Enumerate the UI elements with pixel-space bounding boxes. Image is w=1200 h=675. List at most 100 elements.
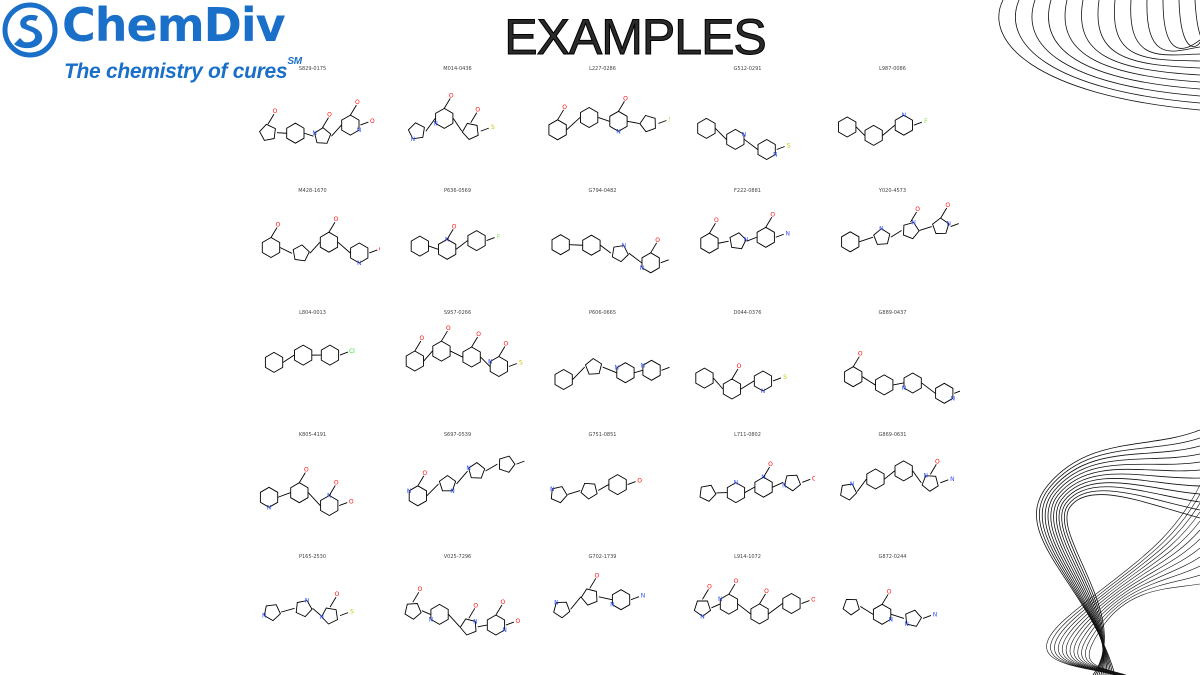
svg-text:O: O bbox=[562, 104, 567, 111]
svg-text:O: O bbox=[349, 499, 354, 506]
svg-text:N: N bbox=[445, 236, 450, 243]
svg-text:O: O bbox=[327, 112, 332, 119]
svg-text:O: O bbox=[476, 331, 481, 338]
svg-text:O: O bbox=[501, 599, 506, 606]
svg-text:N: N bbox=[950, 476, 955, 483]
svg-text:O: O bbox=[334, 480, 339, 487]
compound-id: F222-0881 bbox=[734, 188, 761, 194]
svg-text:O: O bbox=[707, 583, 712, 590]
compound-id: P606-0665 bbox=[588, 310, 617, 316]
molecule-structure-icon: N O N N bbox=[553, 572, 646, 619]
svg-text:F: F bbox=[924, 118, 928, 125]
svg-text:O: O bbox=[637, 478, 642, 485]
svg-text:O: O bbox=[768, 461, 773, 468]
svg-text:N: N bbox=[267, 504, 272, 511]
slide-title: EXAMPLES bbox=[504, 9, 768, 66]
compound-card: G794-0482NNOS bbox=[530, 188, 675, 310]
svg-text:N: N bbox=[473, 618, 478, 625]
compound-id: V025-7296 bbox=[443, 554, 472, 560]
svg-text:N: N bbox=[622, 243, 627, 250]
molecule-structure-icon: NNO bbox=[554, 357, 670, 391]
svg-text:S: S bbox=[668, 117, 670, 124]
svg-text:N: N bbox=[466, 465, 471, 472]
compound-id: G889-0437 bbox=[878, 310, 907, 316]
compound-id: D044-0376 bbox=[733, 310, 762, 316]
svg-text:N: N bbox=[718, 596, 723, 603]
svg-text:O: O bbox=[473, 602, 478, 609]
decorative-wave-lines-top bbox=[998, 0, 1200, 111]
svg-text:N: N bbox=[433, 120, 438, 127]
molecule-structure-icon: NO bbox=[550, 474, 642, 504]
svg-text:S: S bbox=[787, 143, 791, 150]
svg-text:N: N bbox=[773, 152, 778, 159]
molecule-structure-icon: NNS bbox=[697, 117, 791, 161]
molecule-structure-icon: ONS bbox=[695, 363, 787, 400]
svg-text:N: N bbox=[502, 627, 507, 634]
svg-text:O: O bbox=[370, 118, 375, 125]
chemdiv-logo-mark-icon bbox=[2, 2, 58, 58]
compound-card: Y020-4573NNONOF bbox=[820, 188, 965, 310]
compound-id: S697-0539 bbox=[443, 432, 472, 438]
svg-text:O: O bbox=[419, 335, 424, 342]
svg-text:O: O bbox=[935, 458, 940, 465]
compound-id: L804-0013 bbox=[299, 310, 326, 316]
molecule-structure-icon: Cl bbox=[264, 344, 355, 373]
svg-text:N: N bbox=[640, 265, 645, 272]
svg-text:S: S bbox=[519, 359, 523, 366]
svg-text:O: O bbox=[594, 572, 599, 579]
svg-text:N: N bbox=[947, 221, 952, 228]
svg-text:O: O bbox=[304, 467, 309, 474]
svg-text:N: N bbox=[641, 593, 646, 600]
compound-id: L914-1072 bbox=[734, 554, 761, 560]
molecule-structure-icon: NF bbox=[838, 112, 928, 146]
svg-text:Cl: Cl bbox=[349, 348, 355, 355]
compound-id: G872-0244 bbox=[878, 554, 907, 560]
svg-text:O: O bbox=[623, 95, 628, 102]
svg-text:O: O bbox=[452, 223, 457, 230]
svg-text:S: S bbox=[783, 374, 787, 381]
compound-card: S697-0539NONNO bbox=[385, 432, 530, 554]
compound-card: P606-0665NNO bbox=[530, 310, 675, 432]
svg-text:N: N bbox=[951, 395, 956, 402]
svg-text:N: N bbox=[429, 616, 434, 623]
svg-text:N: N bbox=[782, 482, 787, 489]
svg-text:N: N bbox=[411, 136, 416, 143]
svg-text:N: N bbox=[761, 388, 766, 395]
svg-text:O: O bbox=[764, 588, 769, 595]
compound-id: P165-2530 bbox=[298, 554, 327, 560]
molecule-structure-icon: NNONOF bbox=[841, 202, 959, 253]
svg-text:O: O bbox=[915, 206, 920, 213]
compound-id: G512-0291 bbox=[733, 66, 762, 72]
svg-text:O: O bbox=[273, 108, 278, 115]
service-mark: SM bbox=[287, 56, 302, 67]
compound-id: G794-0482 bbox=[588, 188, 617, 194]
svg-text:O: O bbox=[334, 216, 339, 223]
svg-text:N: N bbox=[923, 473, 928, 480]
svg-text:N: N bbox=[610, 602, 615, 609]
svg-text:N: N bbox=[550, 486, 555, 493]
svg-text:N: N bbox=[554, 600, 559, 607]
svg-text:O: O bbox=[770, 211, 775, 218]
svg-text:N: N bbox=[615, 365, 620, 372]
svg-text:N: N bbox=[357, 260, 362, 267]
svg-text:N: N bbox=[407, 488, 412, 495]
svg-text:N: N bbox=[911, 220, 916, 227]
svg-text:N: N bbox=[904, 621, 909, 628]
svg-text:O: O bbox=[812, 475, 815, 482]
svg-text:N: N bbox=[312, 130, 317, 137]
